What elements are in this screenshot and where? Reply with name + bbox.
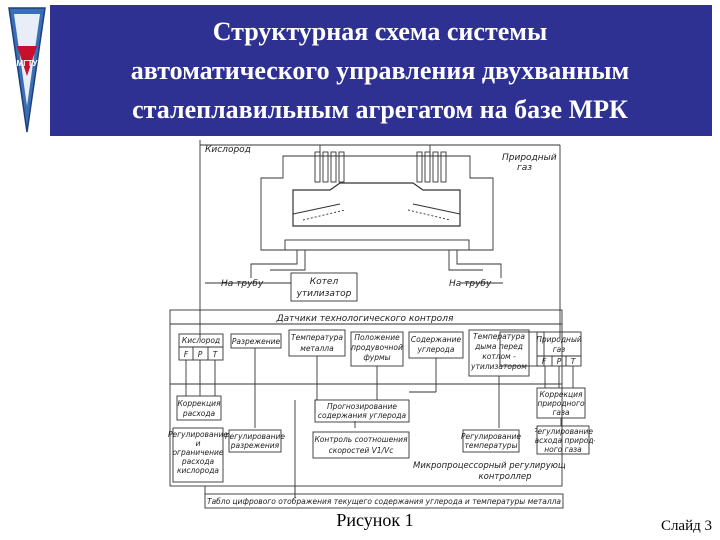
sensors-block	[169, 309, 563, 487]
reg-vac-1: Регулирование	[225, 432, 285, 441]
reg-temp-1: Регулирование	[461, 432, 521, 441]
label-oxygen: Кислород	[205, 145, 251, 155]
sensor-gas-2: газ	[553, 345, 566, 354]
sensor-lance-3: фурмы	[363, 353, 390, 362]
title-line-2: автоматического управления двухванным	[130, 56, 630, 85]
title-line-3: сталеплавильным агрегатом на базе МРК	[132, 95, 628, 124]
logo-text: МГТУ	[16, 59, 38, 68]
sensor-smoke-1: Температура	[473, 332, 525, 341]
reg-oxy-3: ограничение	[172, 448, 223, 457]
gas-control-column: Природный газ F P T Коррекция природного…	[535, 331, 595, 455]
mpc-1: Микропроцессорный регулирующий	[413, 461, 565, 471]
sensors-title: Датчики технологического контроля	[276, 314, 454, 324]
predict-2: содержания углерода	[318, 411, 407, 420]
speed-1: Контроль соотношения	[314, 435, 408, 444]
slide-number: Слайд 3	[660, 518, 712, 534]
title-banner	[50, 5, 712, 136]
oxy-t: T	[213, 350, 219, 359]
reg-oxy-5: кислорода	[177, 466, 219, 475]
university-logo: МГТУ	[8, 7, 46, 133]
reg-vac-2: разрежения	[230, 441, 280, 450]
sensor-smoke-3: котлом -	[482, 352, 516, 361]
label-boiler-2: утилизатор	[296, 289, 352, 299]
display-label: Табло цифрового отображения текущего сод…	[207, 497, 561, 506]
supply-lines	[199, 140, 561, 338]
reg-temp-2: температуры	[464, 441, 517, 450]
gas-p: P	[557, 357, 562, 366]
gas-f: F	[542, 357, 547, 366]
figure-caption: Рисунок 1	[336, 510, 414, 530]
sensor-smoke-4: утилизатором	[470, 362, 527, 371]
mpc-2: контроллер	[479, 472, 532, 482]
sensor-carbon-1: Содержание	[411, 335, 462, 344]
reg-oxy-4: расхода	[181, 457, 215, 466]
label-natural-gas-1: Природный	[502, 153, 557, 163]
reg-gas-1: Регулирование	[535, 427, 593, 436]
sensor-vacuum: Разрежение	[232, 337, 281, 346]
corr-flow-2: расхода	[182, 409, 216, 418]
speed-2: скоростей V1/Vc	[329, 446, 395, 455]
sensor-gas-1: Природный	[536, 335, 582, 344]
predict-1: Прогнозирование	[327, 402, 397, 411]
reg-gas-2: расхода природ-	[535, 436, 595, 445]
sensor-smoke-2: дыма перед	[474, 342, 523, 351]
label-to-stack-left: На трубу	[221, 279, 264, 289]
sensor-oxygen: Кислород	[182, 336, 220, 345]
label-natural-gas-2: газ	[517, 163, 532, 173]
sensor-lance-1: Положение	[354, 333, 400, 342]
sensor-metal-temp-1: Температура	[291, 333, 343, 342]
reg-oxy-2: и	[196, 439, 201, 448]
signal-lines	[170, 348, 562, 498]
control-system-diagram: Кислород Природный газ На трубу На трубу…	[168, 140, 565, 509]
oxy-f: F	[184, 350, 189, 359]
gas-t: T	[571, 357, 577, 366]
corr-flow-1: Коррекция	[177, 399, 221, 408]
oxy-p: P	[198, 350, 203, 359]
title-line-1: Структурная схема системы	[212, 17, 548, 46]
display-panel	[204, 493, 564, 509]
sensor-metal-temp-2: металла	[300, 344, 334, 353]
corr-gas-2: природного	[537, 399, 585, 408]
reg-gas-3: ного газа	[544, 445, 582, 454]
label-to-stack-right: На трубу	[449, 279, 492, 289]
corr-gas-3: газа	[552, 408, 570, 417]
corr-gas-1: Коррекция	[539, 390, 583, 399]
slide-title: Структурная схема системы автоматическог…	[50, 12, 710, 129]
sensor-lance-2: продувочной	[351, 343, 403, 352]
reg-oxy-1: Регулирование	[168, 430, 228, 439]
furnace-drawing	[205, 151, 503, 302]
sensor-carbon-2: углерода	[417, 345, 455, 354]
control-boxes	[172, 395, 520, 483]
label-boiler-1: Котел	[310, 277, 339, 287]
